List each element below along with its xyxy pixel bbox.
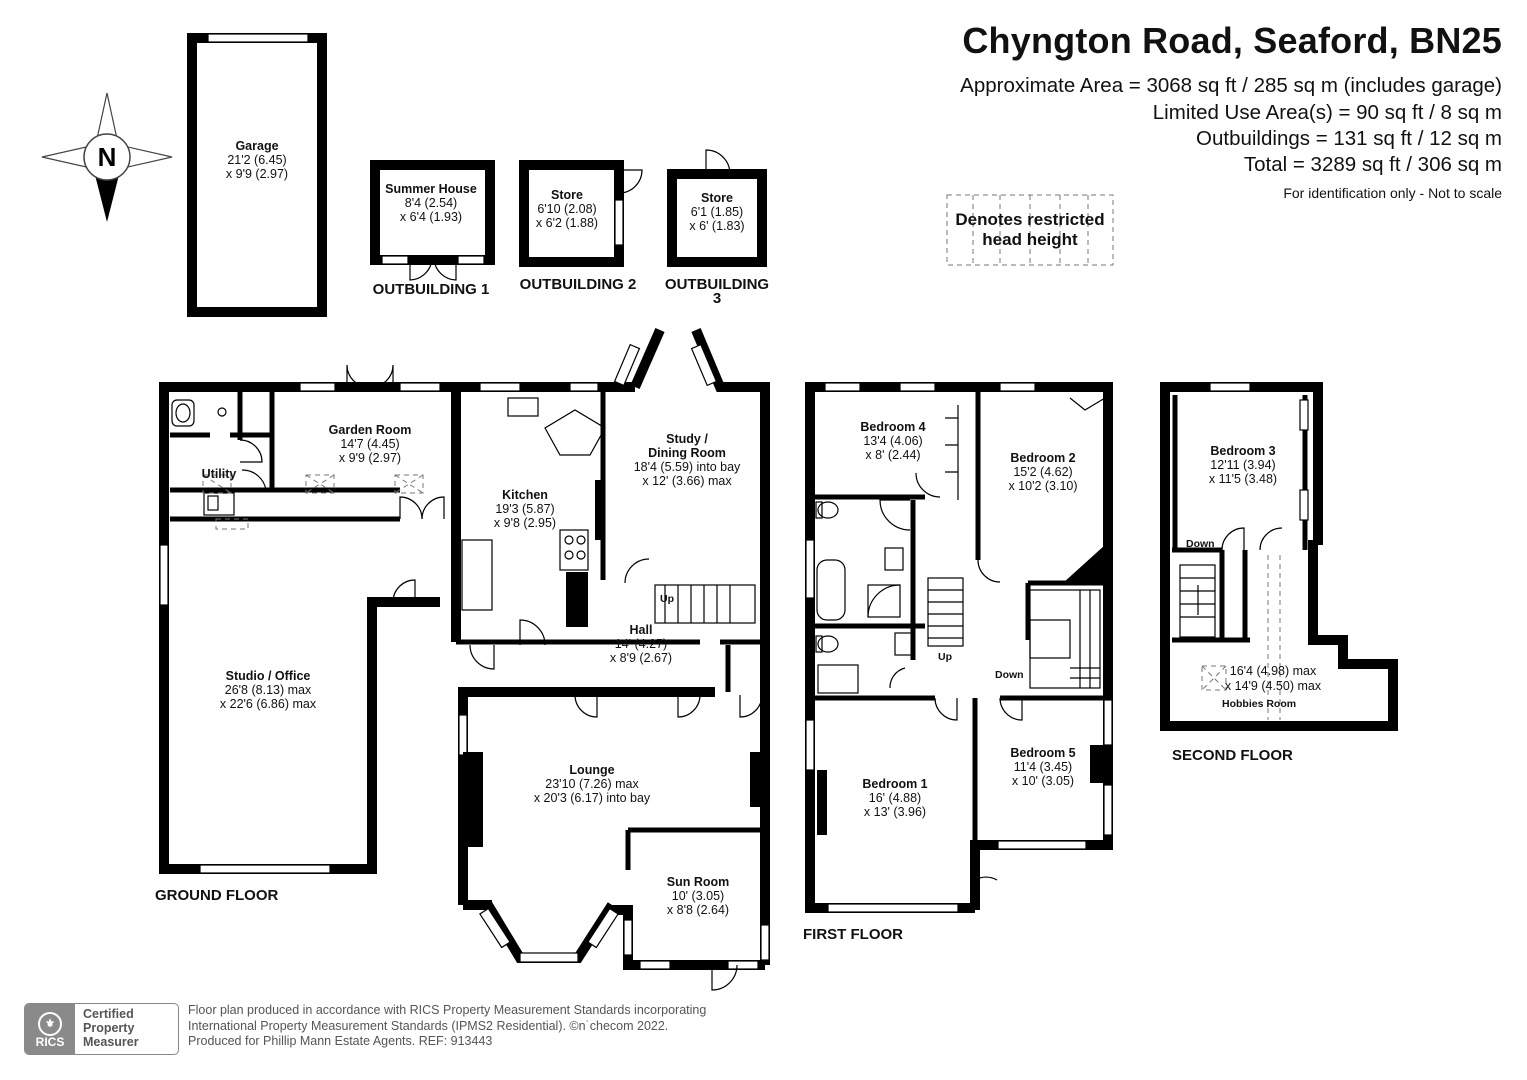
first-up-label: Up [938,651,952,663]
rics-emblem-icon: ⚜ [38,1012,62,1036]
hobbies-dim1: 16'4 (4.98) max [1230,664,1317,678]
bedroom-4-name: Bedroom 4 [860,420,925,434]
second-floor-label: SECOND FLOOR [1172,747,1293,764]
bedroom-5-dim1: 11'4 (3.45) [1014,760,1072,774]
footer-notes: Floor plan produced in accordance with R… [188,1003,706,1050]
utility-name: Utility [202,467,237,481]
study-name-2: Dining Room [648,446,726,460]
first-down-label: Down [995,669,1024,681]
store-3-dim2: x 6' (1.83) [689,219,744,233]
hobbies-name: Hobbies Room [1222,698,1296,710]
garden-room-name: Garden Room [329,423,412,437]
bedroom-5-name: Bedroom 5 [1010,746,1075,760]
study-name-1: Study / [666,432,708,446]
second-floor: Bedroom 3 12'11 (3.94) x 11'5 (3.48) Dow… [1160,382,1398,764]
rics-logo-text: RICS [35,1035,65,1049]
bedroom-2-name: Bedroom 2 [1010,451,1075,465]
first-floor: Bedroom 4 13'4 (4.06) x 8' (2.44) Bedroo… [803,382,1113,943]
property-title: Chyngton Road, Seaford, BN25 [962,20,1502,61]
footer-line-2: International Property Measurement Stand… [188,1018,669,1033]
rics-logo: ⚜ RICS [25,1004,75,1054]
studio-name: Studio / Office [226,669,311,683]
kitchen-dim1: 19'3 (5.87) [495,502,554,516]
rics-badge: ⚜ RICS Certified Property Measurer [24,1003,179,1055]
store-2-dim1: 6'10 (2.08) [537,202,596,216]
ground-floor-label: GROUND FLOOR [155,887,278,904]
first-stairs [927,577,1101,689]
kitchen-name: Kitchen [502,488,548,502]
limited-use-area: Limited Use Area(s) = 90 sq ft / 8 sq m [1152,101,1502,124]
garage-dim1: 21'2 (6.45) [227,153,286,167]
restricted-height-legend: Denotes restricted head height [946,194,1114,266]
outbuildings-area: Outbuildings = 131 sq ft / 12 sq m [1196,127,1502,150]
hobbies-dim2: x 14'9 (4.50) max [1225,679,1322,693]
rics-certified-text: Certified Property Measurer [83,1007,139,1049]
sun-room-dim1: 10' (3.05) [672,889,724,903]
compass-rose: N [41,92,173,222]
legend-line-1: Denotes restricted [955,210,1104,229]
hall-name: Hall [630,623,653,637]
bedroom-4-dim1: 13'4 (4.06) [863,434,922,448]
store-3-dim1: 6'1 (1.85) [691,205,743,219]
summer-house-name: Summer House [385,182,477,196]
second-down-label: Down [1186,538,1215,550]
bedroom-3-dim2: x 11'5 (3.48) [1209,472,1277,486]
total-area: Total = 3289 sq ft / 306 sq m [1243,153,1502,176]
outbuilding-3-label-2: 3 [713,290,721,307]
store-2-dim2: x 6'2 (1.88) [536,216,598,230]
ground-up-label: Up [660,593,674,605]
outbuilding-3: Store 6'1 (1.85) x 6' (1.83) OUTBUILDING… [665,149,769,307]
bedroom-1-dim1: 16' (4.88) [869,791,921,805]
studio-dim1: 26'8 (8.13) max [225,683,312,697]
hall-dim1: 14' (4.27) [615,637,667,651]
garage-dim2: x 9'9 (2.97) [226,167,288,181]
sun-room-dim2: x 8'8 (2.64) [667,903,729,917]
summer-house-dim2: x 6'4 (1.93) [400,210,462,224]
bedroom-5-dim2: x 10' (3.05) [1012,774,1074,788]
studio-dim2: x 22'6 (6.86) max [220,697,317,711]
lounge-dim2: x 20'3 (6.17) into bay [534,791,651,805]
bedroom-2-dim2: x 10'2 (3.10) [1008,479,1077,493]
study-dim1: 18'4 (5.59) into bay [634,460,741,474]
approx-area: Approximate Area = 3068 sq ft / 285 sq m… [960,74,1502,97]
compass-north-label: N [98,142,117,172]
store-3-name: Store [701,191,733,205]
first-floor-label: FIRST FLOOR [803,926,903,943]
bedroom-1-name: Bedroom 1 [862,777,927,791]
bedroom-2-dim1: 15'2 (4.62) [1013,465,1072,479]
study-dim2: x 12' (3.66) max [642,474,732,488]
outbuilding-1-label: OUTBUILDING 1 [373,281,490,298]
kitchen-dim2: x 9'8 (2.95) [494,516,556,530]
outbuilding-2-label: OUTBUILDING 2 [520,276,637,293]
hall-dim2: x 8'9 (2.67) [610,651,672,665]
lounge-name: Lounge [569,763,614,777]
garden-room-dim1: 14'7 (4.45) [340,437,399,451]
ground-floor: Garden Room 14'7 (4.45) x 9'9 (2.97) Uti… [155,327,770,991]
garage-name: Garage [235,139,278,153]
bedroom-3-name: Bedroom 3 [1210,444,1275,458]
outbuilding-2: Store 6'10 (2.08) x 6'2 (1.88) OUTBUILDI… [519,160,643,293]
sun-room-name: Sun Room [667,875,730,889]
bedroom-3-dim1: 12'11 (3.94) [1210,458,1275,472]
outbuilding-1: Summer House 8'4 (2.54) x 6'4 (1.93) OUT… [370,160,495,298]
legend-line-2: head height [982,230,1078,249]
outbuilding-3-label-1: OUTBUILDING [665,276,769,293]
scale-disclaimer: For identification only - Not to scale [1283,185,1502,201]
store-2-name: Store [551,188,583,202]
ground-stairs [654,584,756,624]
garden-room-dim2: x 9'9 (2.97) [339,451,401,465]
bedroom-1-dim2: x 13' (3.96) [864,805,926,819]
lounge-dim1: 23'10 (7.26) max [545,777,639,791]
footer-line-1: Floor plan produced in accordance with R… [188,1003,707,1017]
summer-house-dim1: 8'4 (2.54) [405,196,457,210]
footer-line-3: Produced for Phillip Mann Estate Agents.… [188,1034,493,1048]
garage: Garage 21'2 (6.45) x 9'9 (2.97) [187,33,327,317]
bedroom-4-dim2: x 8' (2.44) [865,448,920,462]
